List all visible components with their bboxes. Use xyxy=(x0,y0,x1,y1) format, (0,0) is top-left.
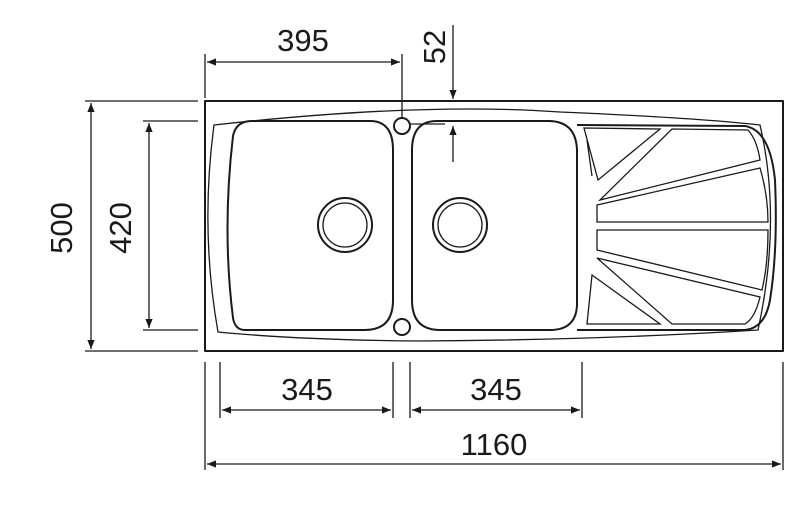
left-bowl-drain-outer xyxy=(317,197,373,253)
drainboard-outline xyxy=(576,124,777,331)
drainboard-rib-6 xyxy=(586,273,663,325)
dimension-overall-depth: 500 xyxy=(44,100,198,352)
sink-rim xyxy=(207,108,772,342)
left-bowl xyxy=(226,120,394,331)
dimension-label-500: 500 xyxy=(44,202,79,254)
dimension-bowl-depth: 420 xyxy=(103,120,198,331)
dimension-right-bowl-width: 345 xyxy=(409,362,583,418)
drainboard-rib-1 xyxy=(583,127,662,182)
right-bowl-drain-outer xyxy=(432,197,488,253)
drainboard-rib-5 xyxy=(596,257,761,325)
dimension-overall-width: 1160 xyxy=(204,362,784,470)
dimension-top-offset: 52 xyxy=(417,25,457,162)
drainboard xyxy=(576,124,777,331)
top-overflow-hole xyxy=(393,117,411,135)
drainboard-rib-3 xyxy=(596,167,769,223)
bottom-overflow-hole xyxy=(393,318,411,336)
dimension-label-420: 420 xyxy=(103,202,138,254)
dimension-label-1160: 1160 xyxy=(461,427,528,462)
dimension-label-52: 52 xyxy=(417,30,452,64)
dimension-label-345-left: 345 xyxy=(281,372,333,407)
right-bowl-drain-inner xyxy=(437,202,483,248)
sink-outer-outline xyxy=(204,100,784,352)
drainboard-rib-4 xyxy=(596,229,769,291)
left-bowl-drain-inner xyxy=(322,202,368,248)
drainboard-rib-2 xyxy=(597,128,761,202)
dimension-left-bowl-width: 345 xyxy=(219,362,394,418)
dimension-label-395: 395 xyxy=(277,23,329,58)
dimension-bowl-offset: 395 xyxy=(204,23,403,118)
dimension-label-345-right: 345 xyxy=(470,372,522,407)
right-bowl xyxy=(411,120,578,331)
